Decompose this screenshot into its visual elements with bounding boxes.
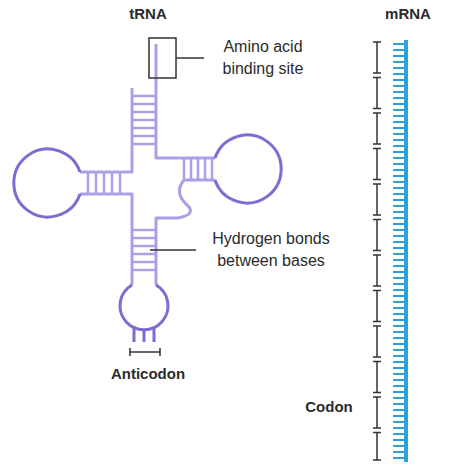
trna-strand xyxy=(156,180,215,285)
binding-site-box xyxy=(149,38,176,78)
hydrogen-bond xyxy=(132,245,156,248)
part-label: Amino acid binding site xyxy=(204,36,322,80)
codon-bracket xyxy=(373,184,381,215)
hydrogen-bonds xyxy=(88,96,212,270)
hydrogen-bond xyxy=(132,237,156,240)
hydrogen-bond xyxy=(132,103,156,106)
anticodon-loop xyxy=(120,285,168,330)
hydrogen-bond xyxy=(103,172,106,194)
codon-bracket xyxy=(373,113,381,144)
d-loop xyxy=(14,149,80,217)
hydrogen-bond xyxy=(197,158,200,180)
hydrogen-bond xyxy=(132,143,156,146)
codon-brackets xyxy=(373,42,381,460)
hydrogen-bond xyxy=(132,95,156,98)
hydrogen-bond xyxy=(132,269,156,272)
anticodon-base xyxy=(143,329,146,342)
hydrogen-bond xyxy=(183,158,186,180)
codon-bracket xyxy=(373,397,381,428)
part-label: Hydrogen bonds between bases xyxy=(194,228,348,272)
trna-strand xyxy=(80,88,132,172)
hydrogen-bond xyxy=(87,172,90,194)
hydrogen-bond xyxy=(132,127,156,130)
part-label: Anticodon xyxy=(93,363,203,385)
trna-stems xyxy=(80,44,215,285)
hydrogen-bond xyxy=(204,158,207,180)
hydrogen-bond xyxy=(119,172,122,194)
codon-bracket xyxy=(373,362,381,393)
hydrogen-bond xyxy=(111,172,114,194)
anticodon-base xyxy=(133,326,136,342)
hydrogen-bond xyxy=(132,135,156,138)
leader-line xyxy=(176,57,204,59)
hydrogen-bond xyxy=(132,111,156,114)
anticodon-bracket xyxy=(130,348,160,356)
hydrogen-bond xyxy=(132,229,156,232)
trna-strand xyxy=(156,44,215,158)
codon-bracket xyxy=(373,149,381,180)
anticodon-base xyxy=(153,327,156,342)
hydrogen-bond xyxy=(132,119,156,122)
hydrogen-bond xyxy=(132,261,156,264)
codon-bracket xyxy=(373,220,381,251)
mrna-backbone xyxy=(404,40,408,462)
hydrogen-bond xyxy=(95,172,98,194)
t-loop xyxy=(215,135,281,203)
codon-bracket xyxy=(373,42,381,73)
hydrogen-bond xyxy=(190,158,193,180)
annotations xyxy=(130,38,204,356)
trna-strand xyxy=(80,194,132,285)
hydrogen-bond xyxy=(132,253,156,256)
part-label: mRNA xyxy=(373,3,443,25)
part-label: tRNA xyxy=(113,3,183,25)
leader-line xyxy=(150,249,196,251)
hydrogen-bond xyxy=(211,158,214,180)
codon-bracket xyxy=(373,291,381,322)
codon-bracket xyxy=(373,78,381,109)
codon-bracket xyxy=(373,433,381,461)
codon-bracket xyxy=(373,326,381,357)
codon-bracket xyxy=(373,255,381,286)
part-label: Codon xyxy=(296,396,362,418)
